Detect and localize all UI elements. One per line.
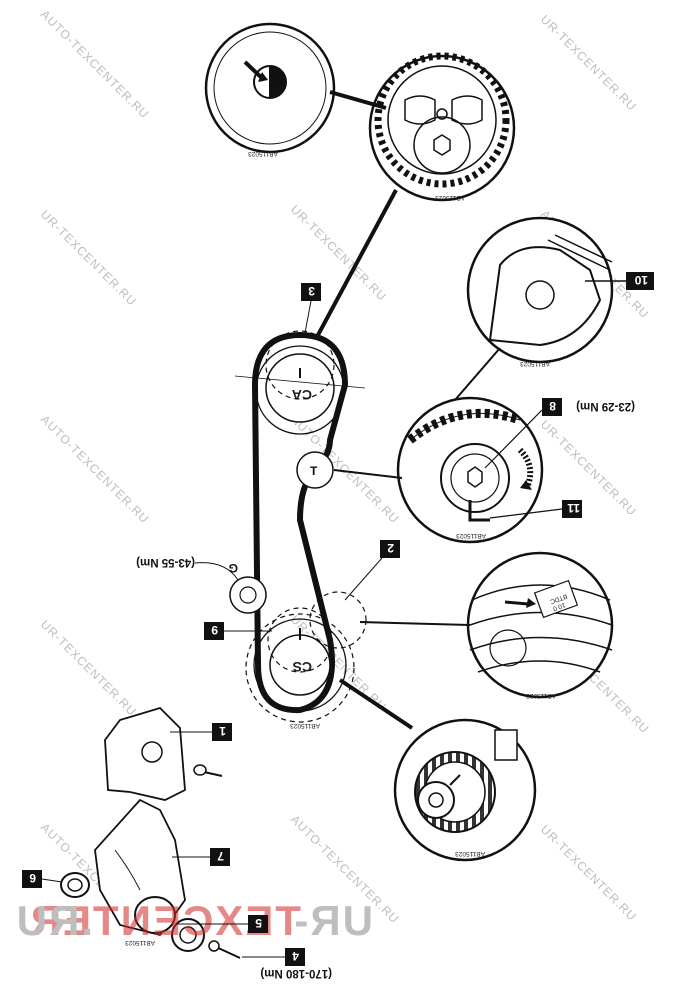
watermark: UR-TEXCENTER.RU: [38, 207, 140, 309]
figure-code: AB115023: [248, 150, 278, 157]
callout-box: [542, 398, 562, 416]
callout-box: [285, 948, 305, 966]
cam-sprocket-detail: AB115023: [368, 52, 516, 202]
leader-line: [316, 189, 398, 336]
figure-code: AB115023: [435, 194, 465, 201]
torque-idler: (43-55 Nm): [136, 556, 195, 568]
watermark: UR-TEXCENTER.RU: [538, 417, 640, 519]
callout-5: 5: [255, 916, 262, 930]
callout-11: 11: [567, 501, 580, 515]
callout-9: 9: [211, 623, 218, 637]
callout-box: [626, 272, 654, 290]
figure-code: AB115023: [290, 722, 320, 729]
timing-cover-assembly: AB115023: [60, 706, 241, 959]
callout-6: 6: [29, 871, 36, 885]
callout-4: 4: [292, 949, 299, 963]
callout-8: 8: [549, 399, 556, 413]
leader-line: [329, 90, 387, 110]
callout-box: [248, 915, 268, 933]
cam-mark-detail: AB115023: [204, 22, 336, 157]
crank-mark-detail: BTDC 10 0 AB115023: [466, 551, 614, 699]
callouts: 3 10 8 (23-29 Nm) 11 2 (43-55 Nm) 9 1 7: [22, 272, 654, 979]
tdc-mark: 10 0: [552, 601, 567, 612]
belt-layout: CA T G CS AB115023: [229, 330, 367, 729]
figure-code: AB115023: [520, 360, 550, 367]
callout-3: 3: [308, 284, 315, 298]
figure-code: AB115023: [455, 850, 485, 857]
crankshaft-label: CS: [293, 659, 312, 675]
figure-code: AB115023: [526, 692, 556, 699]
watermark: UR-TEXCENTER.RU: [538, 12, 640, 114]
callout-box: [380, 540, 400, 558]
leader-line: [454, 347, 501, 401]
watermark: UR-TEXCENTER.RU: [38, 617, 140, 719]
figure-code: AB115023: [456, 532, 486, 539]
torque-tensioner: (23-29 Nm): [576, 400, 635, 412]
tensioner-detail: AB115023: [396, 396, 544, 544]
logo-tld: .RU: [15, 897, 93, 944]
callout-box: [212, 723, 232, 741]
callout-1: 1: [219, 724, 226, 738]
callout-box: [301, 283, 321, 301]
watermark: AUTO-TEXCENTER.RU: [38, 7, 152, 121]
leader-line: [333, 469, 403, 479]
callout-7: 7: [217, 849, 224, 863]
torque-crank: (170-180 Nm): [260, 967, 332, 979]
figure-code: AB115023: [125, 939, 155, 946]
leader-line: [338, 678, 414, 730]
watermark: UR-TEXCENTER.RU: [538, 822, 640, 924]
tensioner-label: T: [310, 464, 318, 478]
tensioner-pointer-detail: AB115023: [466, 216, 614, 367]
callout-box: [22, 870, 42, 888]
watermark-logo: UR- TEXCENTER .RU: [15, 897, 373, 944]
callout-2: 2: [387, 541, 394, 555]
idler-label: G: [229, 561, 238, 575]
logo-left: UR-: [292, 897, 373, 944]
watermark: AUTO-TEXCENTER.RU: [38, 412, 152, 526]
crank-sprocket-detail: AB115023: [393, 718, 537, 862]
callout-box: [210, 848, 230, 866]
leader-line: [359, 621, 471, 626]
callout-box: [562, 500, 582, 518]
callout-10: 10: [634, 273, 648, 287]
callout-box: [204, 622, 224, 640]
camshaft-label: CA: [292, 387, 312, 403]
